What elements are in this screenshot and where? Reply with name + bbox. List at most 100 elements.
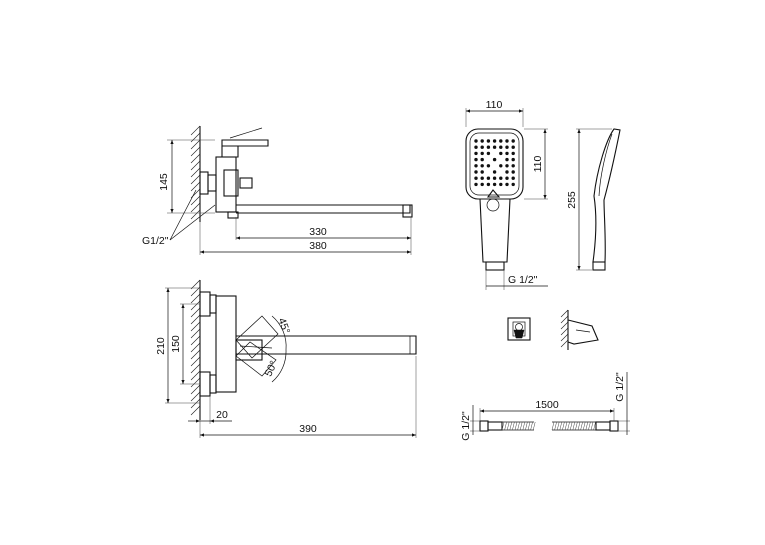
eccentric-bottom-body <box>209 374 217 394</box>
hatch-line <box>190 321 201 332</box>
hose-coil <box>527 421 531 431</box>
hatch-line <box>190 209 201 220</box>
hose-right-ferrule <box>595 421 611 431</box>
eccentric-bottom-nut <box>199 371 211 397</box>
nozzle <box>486 182 491 187</box>
nozzle <box>486 139 491 143</box>
nozzle <box>486 151 491 156</box>
hatch-line <box>190 356 201 367</box>
shower-side-face <box>598 133 613 197</box>
hatch-line <box>190 384 201 395</box>
wall-holder <box>507 309 599 350</box>
hose-coil <box>572 421 576 431</box>
shower-side-profile <box>592 128 621 263</box>
hose-coil <box>522 421 526 431</box>
nozzle <box>474 157 478 162</box>
nozzle <box>511 182 515 187</box>
nozzle <box>505 157 509 162</box>
nozzle <box>492 176 497 180</box>
nozzle <box>511 139 515 143</box>
nozzle <box>499 164 503 168</box>
hose-coil <box>593 421 596 431</box>
nozzle <box>480 170 484 174</box>
nozzle <box>505 176 509 180</box>
hose-coil <box>517 421 520 431</box>
nozzle <box>505 164 509 168</box>
nozzle <box>499 182 503 187</box>
dim-210-label: 210 <box>155 337 167 355</box>
dim-380-label: 380 <box>309 240 327 252</box>
spout-tip <box>402 204 413 218</box>
hose-right-nut <box>609 420 619 432</box>
hose-coil <box>588 421 591 431</box>
nozzle <box>486 164 491 168</box>
nozzle <box>499 145 503 149</box>
hatch-line <box>190 335 201 346</box>
diverter-block <box>223 169 239 197</box>
nozzle <box>505 151 509 156</box>
hatch-line <box>560 327 569 336</box>
lever-position-45 <box>235 315 279 359</box>
front-wall-hatch <box>190 279 201 416</box>
hose-coil <box>582 421 586 431</box>
hose-coil <box>514 421 518 431</box>
hand-shower-side: 255 <box>566 128 621 271</box>
hose-coil <box>580 421 583 431</box>
hose-thread-right-label: G 1/2" <box>614 372 626 402</box>
holder-front-plate <box>507 317 531 341</box>
dim-20-label: 20 <box>216 409 228 421</box>
nozzle <box>480 157 484 162</box>
hose-coil <box>506 421 510 431</box>
hose-coil <box>569 421 573 431</box>
nozzle <box>474 170 478 174</box>
hatch-line <box>190 153 201 164</box>
nozzle <box>511 151 515 156</box>
nozzle <box>474 176 478 180</box>
nozzle <box>474 182 478 187</box>
lever-handle <box>221 139 269 147</box>
nozzle <box>474 139 478 143</box>
dim-255-label: 255 <box>566 191 578 209</box>
hose-left-ferrule <box>487 421 503 431</box>
hose-coil <box>577 421 581 431</box>
hatch-line <box>190 349 201 360</box>
hatch-line <box>560 315 569 324</box>
shower-thread-label: G 1/2" <box>508 274 538 286</box>
holder-front-cup <box>513 329 525 339</box>
eccentric-top-body <box>209 294 217 314</box>
angle-arc-50 <box>271 349 287 383</box>
hatch-line <box>190 167 201 178</box>
hatch-line <box>190 342 201 353</box>
hose-coil <box>530 421 533 431</box>
hose-coil <box>532 421 536 431</box>
thread-leader-2 <box>169 204 216 241</box>
aerator-stub <box>227 211 239 219</box>
hatch-line <box>190 174 201 185</box>
hatch-line <box>190 146 201 157</box>
holder-side-hatch <box>560 309 569 348</box>
nozzle <box>480 176 484 180</box>
nozzle <box>492 139 497 143</box>
hose-coil <box>585 421 589 431</box>
nozzle <box>480 145 484 149</box>
hatch-line <box>190 314 201 325</box>
front-view: 45° 50° 210 150 20 390 <box>155 279 417 438</box>
diverter-knob <box>239 177 253 189</box>
hose-thread-left-label: G 1/2" <box>460 411 472 441</box>
nozzle <box>505 182 509 187</box>
hose-coil <box>554 421 557 431</box>
nozzle <box>505 170 509 174</box>
nozzle <box>499 139 503 143</box>
hatch-line <box>190 391 201 402</box>
dim-145-label: 145 <box>158 173 170 191</box>
dim-330-label: 330 <box>309 226 327 238</box>
angle-50-label: 50° <box>262 359 280 378</box>
hatch-line <box>190 293 201 304</box>
nozzle <box>511 164 515 168</box>
hand-shower-front: 110 110 G 1/2" <box>465 99 548 290</box>
nozzle <box>492 157 497 162</box>
nozzle <box>492 170 497 174</box>
hatch-line <box>190 279 201 290</box>
hose-coil <box>556 421 560 431</box>
dim-1500-label: 1500 <box>535 399 559 411</box>
